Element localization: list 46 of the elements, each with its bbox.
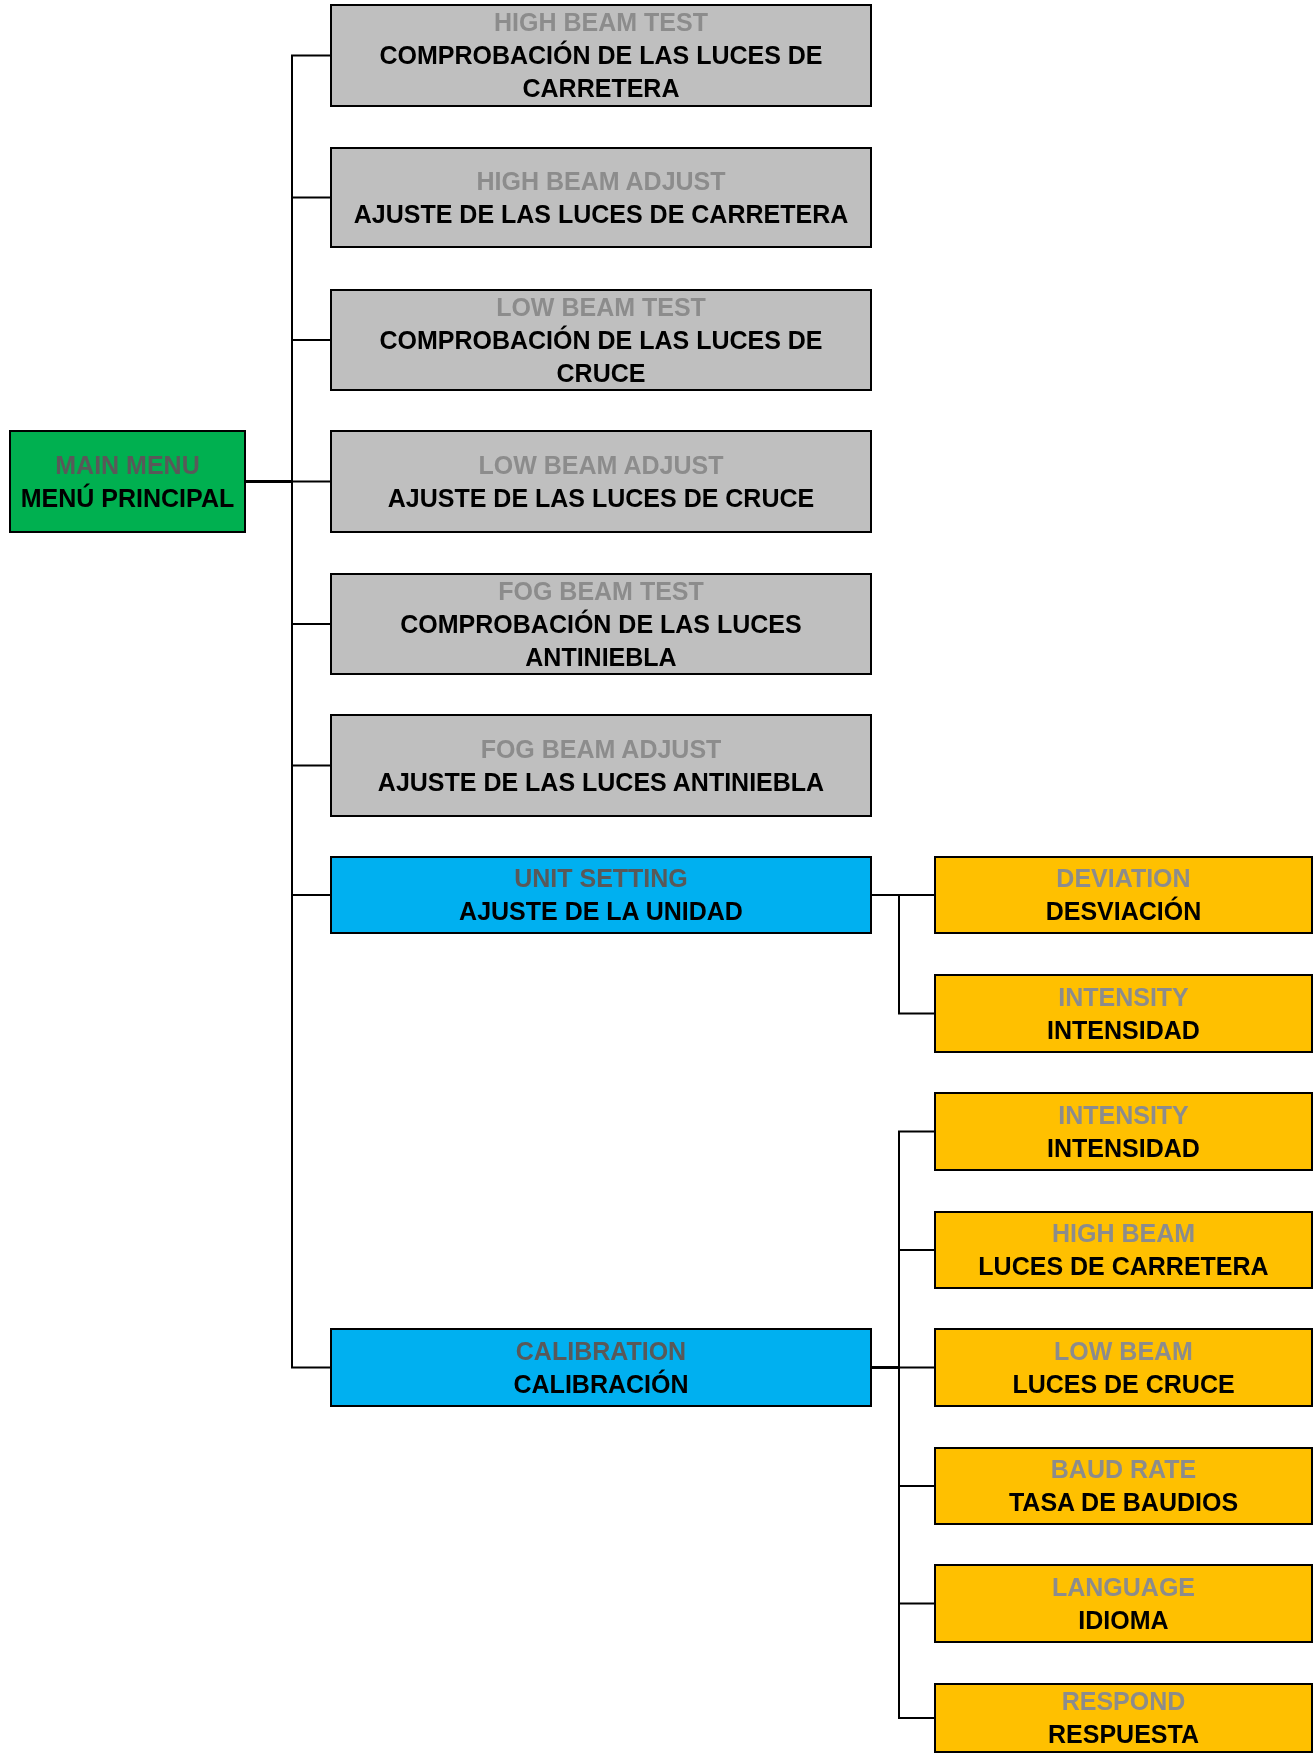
option-box — [934, 974, 1313, 1053]
english-label: LANGUAGE — [1050, 1571, 1197, 1603]
connector-line — [871, 894, 935, 1015]
spanish-label: INTENSIDAD — [1046, 1014, 1201, 1046]
english-label: INTENSITY — [1057, 1099, 1190, 1131]
spanish-label: AJUSTE DE LAS LUCES ANTINIEBLA — [376, 766, 826, 798]
menu-box — [330, 573, 872, 675]
english-label: MAIN MENU — [54, 449, 201, 481]
english-label: LOW BEAM — [1053, 1335, 1194, 1367]
spanish-label: CALIBRACIÓN — [512, 1368, 690, 1400]
option-box — [934, 1683, 1313, 1753]
english-label: CALIBRATION — [514, 1335, 688, 1367]
spanish-label: IDIOMA — [1077, 1604, 1170, 1636]
spanish-label: LUCES DE CRUCE — [1011, 1368, 1236, 1400]
menu-box — [330, 714, 872, 817]
menu-box — [9, 430, 246, 533]
spanish-label: AJUSTE DE LAS LUCES DE CRUCE — [386, 482, 816, 514]
spanish-label: DESVIACIÓN — [1044, 895, 1203, 927]
spanish-label: COMPROBACIÓN DE LAS LUCES DE CARRETERA — [378, 39, 824, 104]
english-label: BAUD RATE — [1049, 1454, 1198, 1485]
menu-box — [330, 147, 872, 248]
spanish-label: TASA DE BAUDIOS — [1007, 1487, 1240, 1518]
option-box — [934, 856, 1313, 934]
spanish-label: LUCES DE CARRETERA — [977, 1251, 1270, 1282]
option-box — [934, 1211, 1313, 1289]
english-label: INTENSITY — [1057, 981, 1190, 1013]
menu-box — [330, 430, 872, 533]
spanish-label: RESPUESTA — [1047, 1719, 1200, 1750]
submenu-box — [330, 856, 872, 934]
submenu-box — [330, 1328, 872, 1407]
menu-box — [330, 4, 872, 107]
option-box — [934, 1447, 1313, 1525]
option-box — [934, 1092, 1313, 1171]
english-label: UNIT SETTING — [513, 863, 689, 894]
spanish-label: MENÚ PRINCIPAL — [19, 482, 236, 514]
english-label: RESPOND — [1060, 1686, 1187, 1717]
option-box — [934, 1328, 1313, 1407]
spanish-label: INTENSIDAD — [1046, 1132, 1201, 1164]
spanish-label: COMPROBACIÓN DE LAS LUCES DE CRUCE — [378, 324, 824, 389]
menu-box — [330, 289, 872, 391]
spanish-label: COMPROBACIÓN DE LAS LUCES ANTINIEBLA — [399, 608, 803, 673]
option-box — [934, 1564, 1313, 1643]
english-label: HIGH BEAM — [1050, 1218, 1197, 1249]
english-label: DEVIATION — [1055, 863, 1192, 894]
spanish-label: AJUSTE DE LA UNIDAD — [458, 896, 744, 927]
spanish-label: AJUSTE DE LAS LUCES DE CARRETERA — [352, 198, 850, 230]
